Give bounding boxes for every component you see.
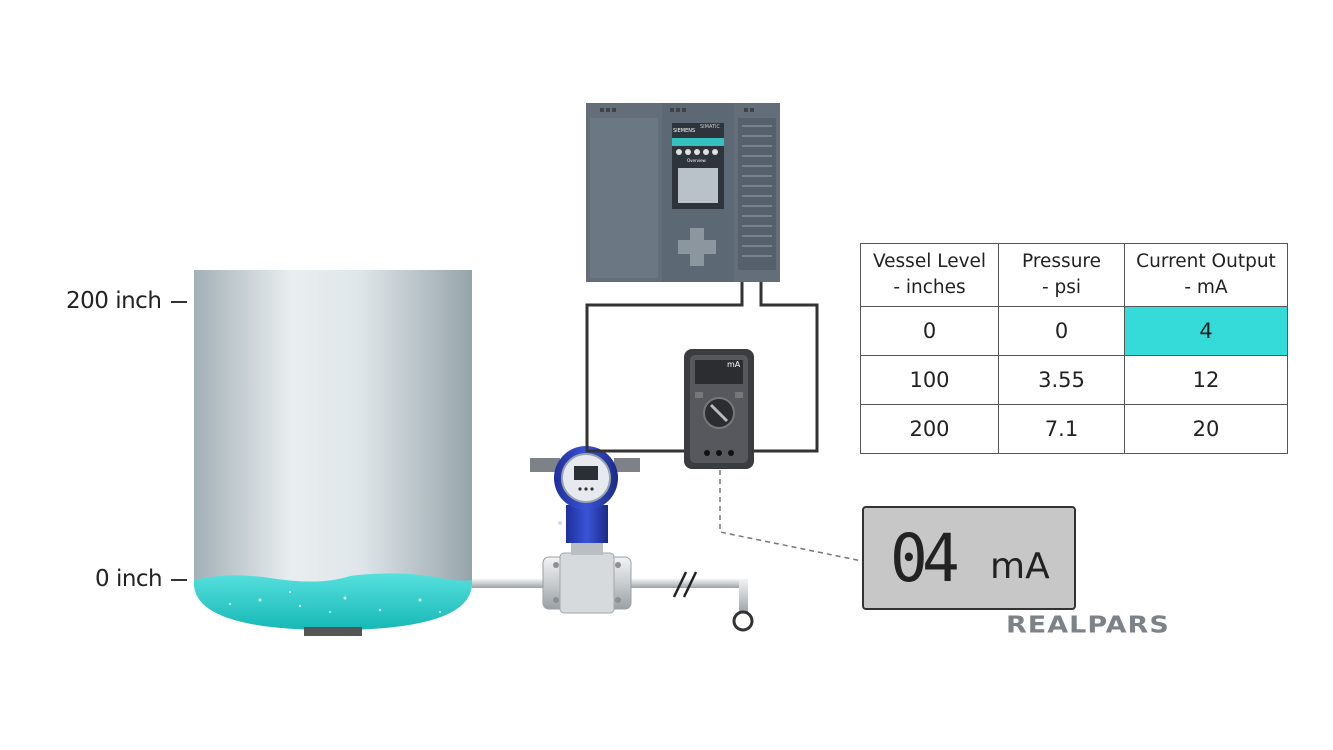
table-row: 200 7.1 20 <box>860 404 1288 454</box>
multimeter-screen <box>695 360 743 384</box>
display-callout-line <box>719 470 863 562</box>
header-pressure: Pressure- psi <box>998 243 1125 307</box>
table-cell: 7.1 <box>998 404 1125 454</box>
transmitter-display <box>574 466 598 480</box>
table-cell-highlighted: 4 <box>1124 306 1288 356</box>
impulse-pipe <box>472 571 754 632</box>
plc-dpad <box>678 228 716 266</box>
level-label-0: 0 inch <box>95 566 163 592</box>
plc-model: SIMATIC <box>700 124 721 130</box>
loop-wiring <box>585 280 819 453</box>
table-cell: 200 <box>860 404 999 454</box>
plc: SIEMENS SIMATIC Overview <box>586 103 780 282</box>
pressure-transmitter <box>530 446 640 614</box>
brand-logo: REALPARS <box>1006 612 1170 639</box>
current-display-digits: 04 <box>890 520 960 597</box>
table-cell: 0 <box>998 306 1125 356</box>
header-current-output: Current Output- mA <box>1124 243 1288 307</box>
table-cell: 0 <box>860 306 999 356</box>
plc-screen-title: Overview <box>687 158 707 163</box>
multimeter <box>684 349 754 469</box>
table-row: 0 0 4 <box>860 306 1288 356</box>
calibration-table: Vessel Level- inches Pressure- psi Curre… <box>860 243 1288 454</box>
plc-brand: SIEMENS <box>673 128 695 134</box>
table-cell: 20 <box>1124 404 1288 454</box>
current-display: 04 mA <box>862 506 1076 610</box>
vessel-outlet <box>304 627 362 636</box>
vessel-liquid <box>194 573 472 630</box>
level-label-200: 200 inch <box>66 288 162 314</box>
multimeter-unit: mA <box>727 360 741 369</box>
table-cell: 100 <box>860 355 999 405</box>
table-cell: 12 <box>1124 355 1288 405</box>
table-cell: 3.55 <box>998 355 1125 405</box>
table-header-row: Vessel Level- inches Pressure- psi Curre… <box>860 243 1288 307</box>
current-display-unit: mA <box>990 546 1050 587</box>
vessel <box>194 270 472 636</box>
header-vessel-level: Vessel Level- inches <box>860 243 999 307</box>
table-row: 100 3.55 12 <box>860 355 1288 405</box>
pipe-end-cap <box>732 610 754 632</box>
